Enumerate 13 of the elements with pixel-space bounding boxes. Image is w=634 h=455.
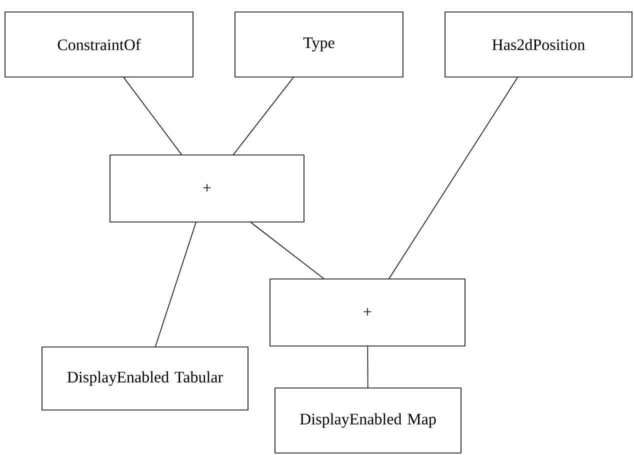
connector-line — [154, 222, 196, 347]
process-box: + — [270, 278, 466, 346]
process-box: Type — [234, 12, 404, 78]
process-box: DisplayEnabled Tabular — [42, 346, 248, 410]
connector-line — [367, 346, 368, 388]
connector-line — [232, 77, 294, 155]
process-box: Has2dPosition — [444, 12, 632, 78]
connector-line — [388, 77, 518, 279]
process-box: ConstraintOf — [4, 12, 194, 78]
connector-line — [123, 77, 182, 155]
process-box: + — [110, 154, 304, 222]
connector-line — [250, 222, 324, 279]
process-box: DisplayEnabled Map — [274, 388, 462, 454]
